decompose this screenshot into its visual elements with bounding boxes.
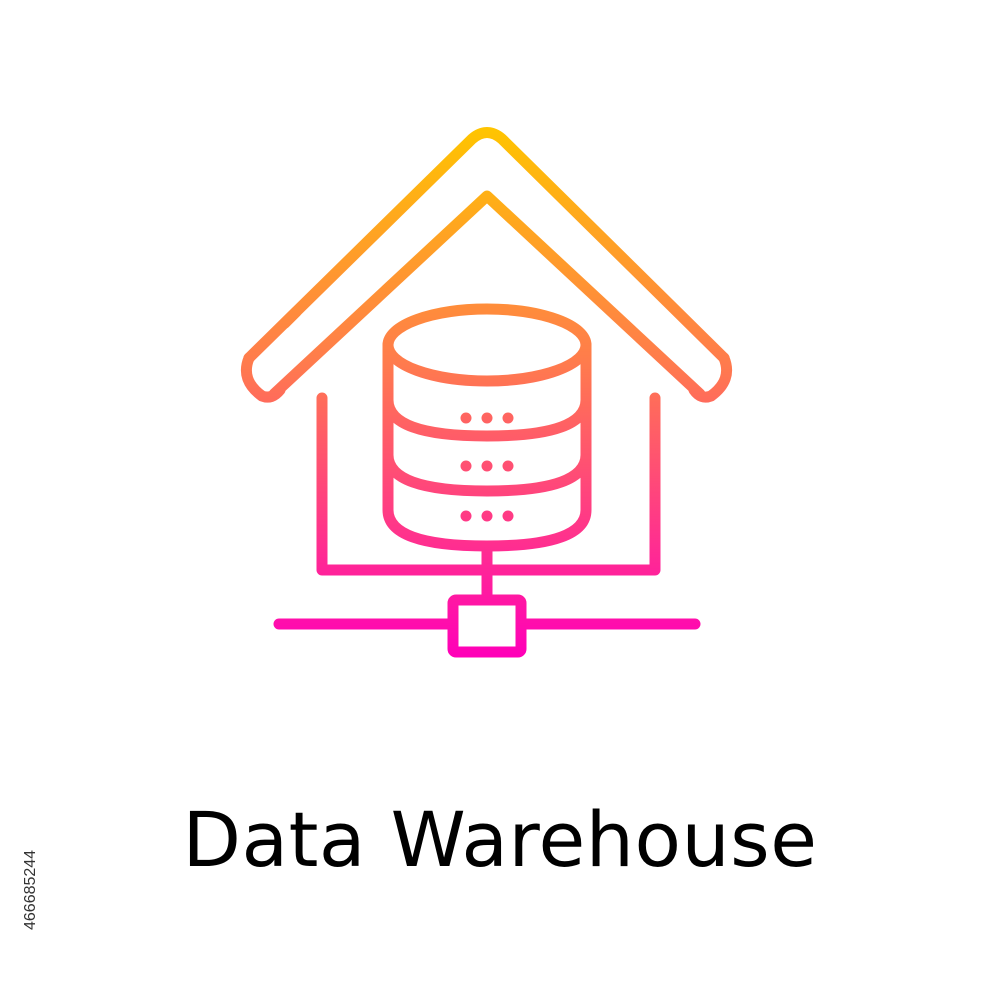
stock-id: 466685244 <box>22 849 39 930</box>
caption-title: Data Warehouse <box>182 795 818 884</box>
network-node-box <box>447 594 527 658</box>
roof-accent <box>279 306 302 329</box>
roof-right-end <box>688 352 733 403</box>
roof-outer-line <box>243 127 730 364</box>
database-band-2 <box>382 449 592 497</box>
database-top <box>382 303 592 387</box>
roof-left-end <box>240 352 286 403</box>
database-band-1 <box>382 394 592 442</box>
database-indicator-dots <box>460 412 514 522</box>
data-warehouse-icon <box>240 127 733 658</box>
roof-inner-line <box>268 190 706 400</box>
